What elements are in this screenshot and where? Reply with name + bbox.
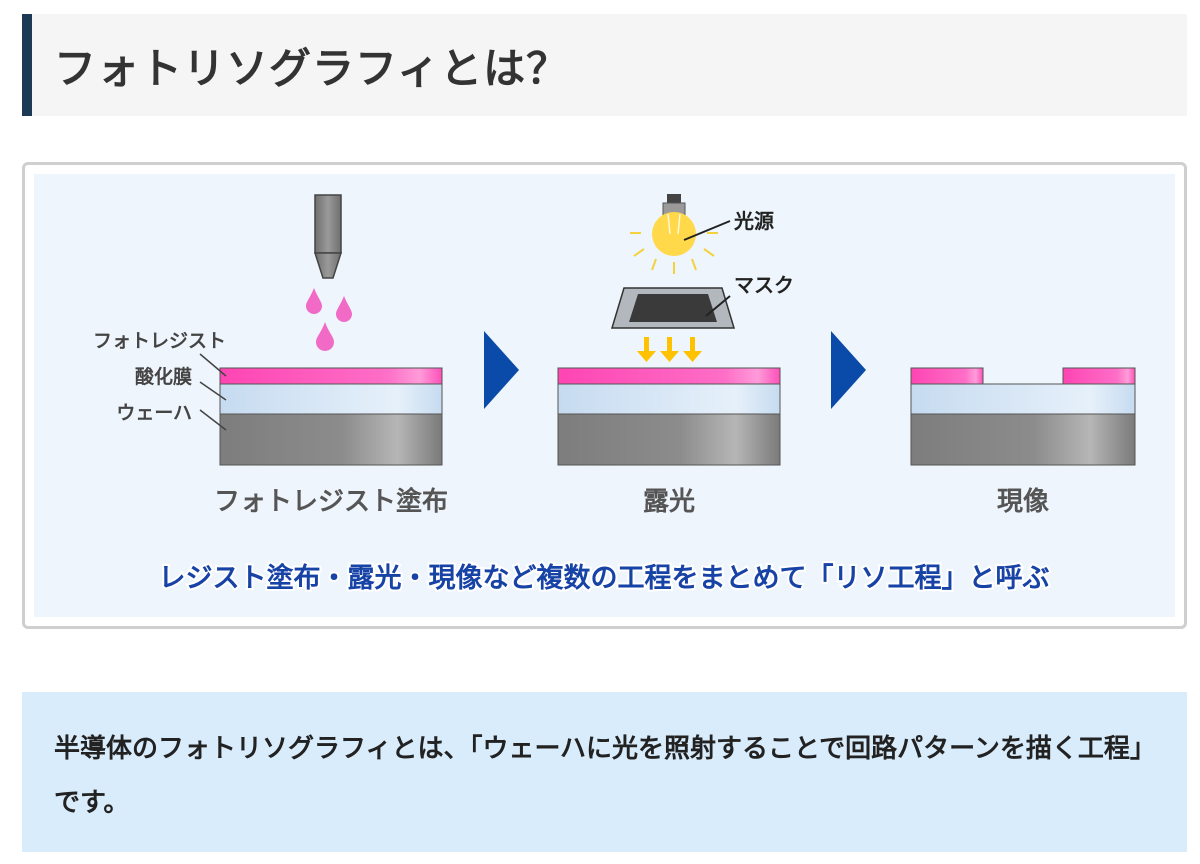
step-development-group: 現像 bbox=[910, 367, 1136, 517]
step-exposure-group: 光源 マスク bbox=[557, 194, 794, 517]
wafer-layer bbox=[557, 413, 781, 466]
oxide-layer bbox=[219, 383, 443, 415]
exposure-arrows-icon bbox=[637, 337, 702, 362]
mask-leader-line bbox=[705, 295, 731, 317]
step-label-exposure: 露光 bbox=[643, 487, 695, 517]
diagram-caption: レジスト塗布・露光・現像など複数の工程をまとめて「リソ工程」と呼ぶ bbox=[159, 562, 1050, 594]
diagram-panel: フォトレジスト 酸化膜 ウェーハ フォトレジスト塗布 bbox=[34, 174, 1175, 617]
label-photoresist: フォトレジスト bbox=[93, 330, 226, 352]
nozzle-icon bbox=[313, 194, 343, 279]
label-mask: マスク bbox=[734, 273, 794, 297]
diagram-frame: フォトレジスト 酸化膜 ウェーハ フォトレジスト塗布 bbox=[22, 162, 1187, 629]
mask-icon bbox=[610, 287, 736, 329]
label-light-source: 光源 bbox=[733, 209, 774, 233]
step-label-development: 現像 bbox=[997, 487, 1050, 517]
oxide-layer bbox=[910, 383, 1136, 415]
page-title: フォトリソグラフィとは？ bbox=[54, 43, 570, 93]
step-arrow-1 bbox=[484, 331, 519, 409]
photoresist-block-right bbox=[1062, 367, 1136, 385]
photoresist-block-left bbox=[910, 367, 984, 385]
light-leader-line bbox=[683, 220, 731, 241]
step-coating-group: フォトレジスト 酸化膜 ウェーハ フォトレジスト塗布 bbox=[93, 194, 448, 517]
oxide-layer bbox=[557, 383, 781, 415]
light-bulb-icon bbox=[630, 194, 718, 274]
layer-leader-lines bbox=[199, 353, 227, 431]
step-label-coating: フォトレジスト塗布 bbox=[214, 486, 448, 517]
photoresist-layer bbox=[557, 367, 781, 385]
label-oxide: 酸化膜 bbox=[135, 365, 192, 388]
label-wafer: ウェーハ bbox=[116, 402, 192, 424]
wafer-layer bbox=[219, 413, 443, 466]
section-heading: フォトリソグラフィとは？ bbox=[22, 14, 1187, 116]
definition-text: 半導体のフォトリソグラフィとは、「ウェーハに光を照射することで回路パターンを描く… bbox=[54, 734, 1143, 818]
definition-note: 半導体のフォトリソグラフィとは、「ウェーハに光を照射することで回路パターンを描く… bbox=[22, 692, 1187, 852]
resist-drops-icon bbox=[306, 288, 352, 351]
step-arrow-2 bbox=[831, 331, 866, 409]
photolithography-diagram: フォトレジスト 酸化膜 ウェーハ フォトレジスト塗布 bbox=[93, 194, 1136, 596]
wafer-layer bbox=[910, 413, 1136, 466]
photoresist-layer bbox=[219, 367, 443, 385]
